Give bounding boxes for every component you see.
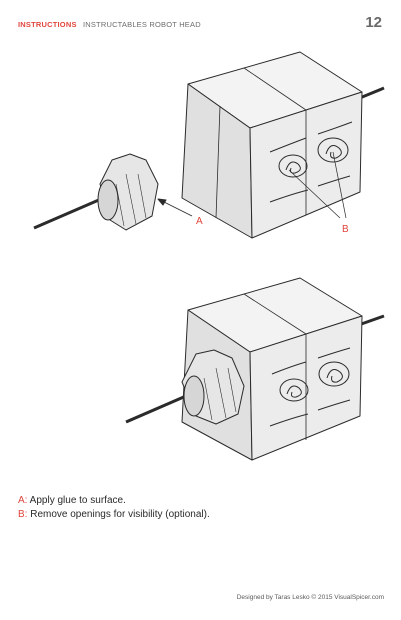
figure-step-a: A B [0, 34, 401, 250]
pointer-a [159, 199, 193, 217]
neck-piece-facet-3 [137, 173, 147, 219]
callout-b: B [342, 224, 349, 235]
footer-credit: Designed by Taras Lesko © 2015 VisualSpi… [236, 594, 384, 601]
neck-piece-facet-1 [115, 183, 125, 227]
brow-right-2 [317, 347, 351, 359]
figure-step-a-drawing [33, 51, 385, 239]
callout-a: A [196, 216, 203, 227]
mouth-left-2 [269, 413, 309, 427]
eye-left-outer [278, 154, 308, 178]
figure-step-b [0, 270, 401, 466]
note-a: A: Apply glue to surface. [18, 494, 210, 508]
note-b-letter: B: [18, 509, 28, 520]
mouth-left [269, 189, 309, 203]
mouth-right [317, 175, 351, 187]
note-b: B: Remove openings for visibility (optio… [18, 508, 210, 522]
neck-facet-1 [203, 377, 213, 421]
neck-piece-face [97, 179, 119, 221]
rod-left [33, 194, 109, 230]
eye-right-outer [317, 137, 349, 163]
note-a-letter: A: [18, 495, 28, 506]
eye-right-2 [318, 361, 350, 387]
neck-piece-face-2 [183, 375, 205, 417]
head-top-seam-2 [243, 293, 307, 335]
head-left-seam [215, 105, 221, 219]
pointer-a-arrowhead [157, 198, 167, 206]
note-a-text: Apply glue to surface. [27, 495, 126, 506]
mouth-right-2 [317, 399, 351, 411]
neck-facet-2 [215, 367, 227, 419]
page-number: 12 [365, 14, 382, 31]
eye-right-spiral-2 [326, 369, 343, 383]
head-top-seam [243, 67, 307, 111]
neck-piece-facet-2 [125, 173, 137, 225]
eye-left-2 [279, 378, 309, 402]
eye-right-spiral [325, 145, 342, 159]
header-label: INSTRUCTIONS INSTRUCTABLES ROBOT HEAD [18, 20, 201, 29]
pointer-b-left [288, 169, 341, 219]
pointer-b-right [332, 151, 347, 219]
brow-right [317, 121, 353, 135]
neck-facet-3 [227, 367, 237, 413]
figure-step-b-drawing [125, 277, 385, 461]
note-b-text: Remove openings for visibility (optional… [27, 509, 210, 520]
header-subtitle: INSTRUCTABLES ROBOT HEAD [82, 20, 201, 29]
brow-left-2 [271, 361, 307, 375]
rod-left-2 [125, 394, 187, 424]
page-header: INSTRUCTIONS INSTRUCTABLES ROBOT HEAD 12 [18, 14, 384, 34]
eye-left-spiral-2 [286, 385, 302, 398]
instruction-notes: A: Apply glue to surface. B: Remove open… [18, 494, 210, 522]
brow-left [269, 137, 307, 153]
header-kicker: INSTRUCTIONS [18, 20, 77, 29]
